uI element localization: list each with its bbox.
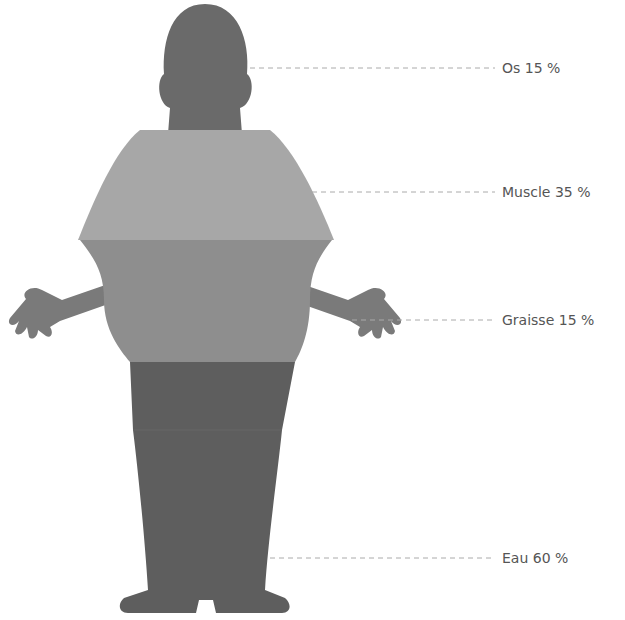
part-label: Eau 60 % xyxy=(502,549,568,567)
leader-line xyxy=(250,68,495,69)
muscle-band xyxy=(78,130,334,240)
leader-line xyxy=(270,558,495,559)
water-band xyxy=(120,362,295,613)
part-label: Graisse 15 % xyxy=(502,311,594,329)
leader-line xyxy=(312,192,495,193)
fat-band xyxy=(80,240,332,362)
head-band xyxy=(159,4,252,134)
leg-seam xyxy=(133,430,282,431)
part-label: Os 15 % xyxy=(502,59,560,77)
leader-line xyxy=(352,320,495,321)
part-label: Muscle 35 % xyxy=(502,183,590,201)
